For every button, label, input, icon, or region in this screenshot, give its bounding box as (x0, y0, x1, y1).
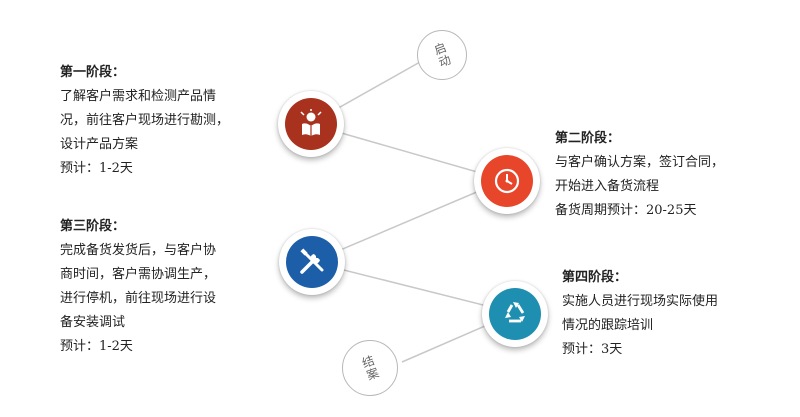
stage-line: 开始进入备货流程 (555, 179, 660, 194)
start-label: 启动 (430, 40, 453, 70)
stage-title: 第三阶段： (60, 219, 126, 234)
stage-line: 商时间，客户需协调生产， (60, 267, 217, 282)
stage-line: 实施人员进行现场实际使用 (562, 294, 719, 309)
connector-stage2-stage3 (311, 179, 506, 263)
stage3-icon-node (279, 229, 345, 295)
stage1-icon-node (278, 91, 344, 157)
stage-line: 备货周期预计：20-25天 (555, 203, 697, 218)
stage-line: 情况的跟踪培训 (562, 318, 654, 333)
stage-line: 设计产品方案 (60, 137, 139, 152)
stage-line: 了解客户需求和检测产品情 (60, 89, 217, 104)
reading-person-icon (300, 109, 322, 136)
stage2-text: 第二阶段： 与客户确认方案，签订合同， 开始进入备货流程 备货周期预计：20-2… (555, 127, 724, 223)
stage4-text: 第四阶段： 实施人员进行现场实际使用 情况的跟踪培训 预计：3天 (562, 266, 718, 362)
stage2-icon-node (474, 148, 540, 214)
wrench-screwdriver-icon (300, 248, 324, 274)
end-label: 结案 (358, 353, 381, 383)
stage-line: 备安装调试 (60, 315, 126, 330)
stage-title: 第一阶段： (60, 65, 126, 80)
stage-line: 与客户确认方案，签订合同， (555, 155, 725, 170)
stage4-icon-node (482, 281, 548, 347)
stage-line: 预计：3天 (562, 342, 623, 357)
stage-line: 况，前往客户现场进行勘测， (60, 113, 230, 128)
stage3-text: 第三阶段： 完成备货发货后，与客户协 商时间，客户需协调生产， 进行停机，前往现… (60, 215, 216, 359)
stage-line: 完成备货发货后，与客户协 (60, 243, 217, 258)
recycle-icon (505, 302, 525, 323)
start-milestone: 启动 (417, 30, 467, 80)
stage-line: 预计：1-2天 (60, 161, 133, 176)
end-milestone: 结案 (342, 340, 398, 396)
connector-stage3-stage4 (311, 261, 516, 314)
clock-icon (494, 168, 520, 194)
stage-line: 进行停机，前往现场进行设 (60, 291, 217, 306)
stage1-text: 第一阶段： 了解客户需求和检测产品情 况，前往客户现场进行勘测， 设计产品方案 … (60, 61, 229, 181)
stage-title: 第二阶段： (555, 131, 621, 146)
stage-line: 预计：1-2天 (60, 339, 133, 354)
stage-title: 第四阶段： (562, 270, 628, 285)
